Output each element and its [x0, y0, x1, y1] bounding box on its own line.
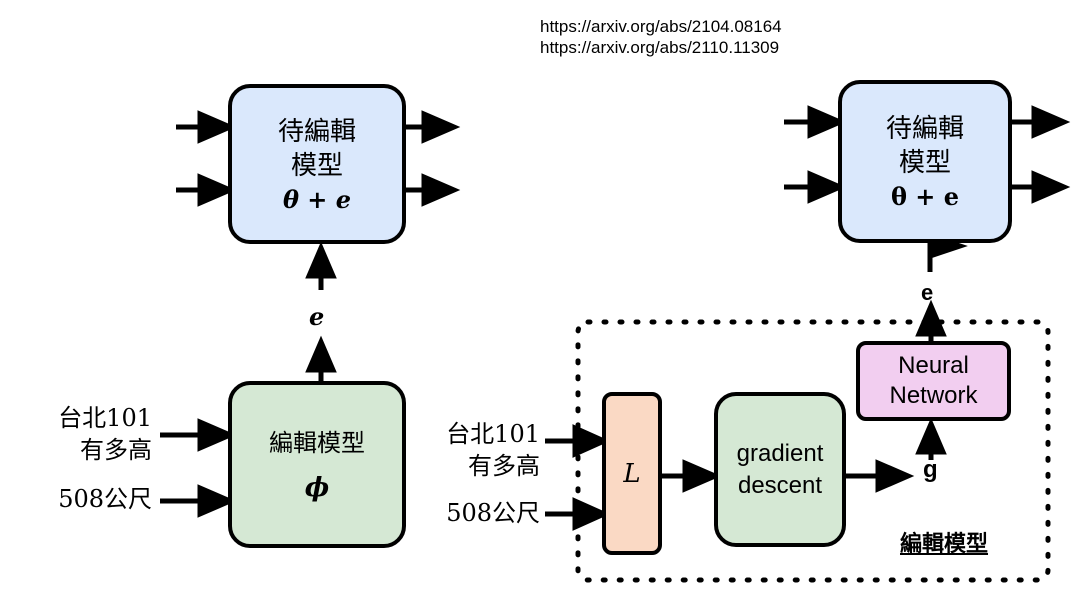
- editor-group-label: 編輯模型: [900, 532, 989, 557]
- right-input-question: 台北101 有多高: [420, 418, 540, 482]
- right-target-output-arrows: [1010, 105, 1071, 204]
- right-target-model-box: 待編輯 模型 θ + e: [838, 80, 1012, 243]
- left-target-model-label-line1: 待編輯: [277, 116, 356, 147]
- right-input-question-line1: 台北101: [446, 420, 540, 448]
- left-editor-model-label: 編輯模型: [269, 428, 365, 457]
- right-target-model-label-line1: 待編輯: [885, 114, 964, 144]
- right-input-answer: 508公尺: [446, 499, 540, 527]
- left-input-question: 台北101 有多高: [40, 402, 152, 466]
- right-target-input-arrows: [784, 105, 847, 204]
- reference-link-2[interactable]: https://arxiv.org/abs/2110.11309: [540, 38, 780, 57]
- editor-group-border: [575, 319, 1051, 583]
- reference-link-1[interactable]: https://arxiv.org/abs/2104.08164: [540, 17, 782, 36]
- gradient-descent-label-line2: descent: [737, 471, 823, 499]
- gradient-g-label: g: [923, 456, 938, 483]
- neural-network-label-line2: Network: [889, 382, 978, 409]
- left-target-output-arrows: [404, 110, 461, 207]
- loss-box: L: [602, 392, 662, 555]
- neural-network-box: Neural Network: [856, 341, 1011, 421]
- left-input-answer: 508公尺: [58, 485, 152, 513]
- left-editor-output-arrow: [305, 335, 337, 383]
- left-editor-input-arrows: [160, 418, 237, 518]
- gradient-descent-label-line1: gradient: [736, 439, 824, 467]
- right-input-question-line2: 有多高: [468, 452, 540, 480]
- reference-links: https://arxiv.org/abs/2104.08164 https:/…: [540, 16, 782, 58]
- left-edit-arrow-up: [305, 241, 337, 290]
- right-g-to-nn-arrow: [915, 417, 947, 460]
- left-target-model-label-line2: 模型: [290, 150, 343, 181]
- gradient-descent-box: gradient descent: [714, 392, 846, 547]
- right-edit-label: e: [921, 280, 934, 305]
- left-input-question-line2: 有多高: [80, 436, 152, 464]
- right-gd-to-g-arrow: [846, 459, 915, 493]
- right-target-model-label-line2: 模型: [898, 148, 951, 178]
- left-editor-param: ϕ: [304, 472, 330, 503]
- right-nn-to-e-arrow: [915, 299, 947, 343]
- left-target-model-box: 待編輯 模型 θ + e: [228, 84, 406, 244]
- left-target-input-arrows: [176, 110, 237, 207]
- left-editor-model-box: 編輯模型 ϕ: [228, 381, 406, 548]
- loss-label: L: [623, 458, 641, 489]
- right-target-model-formula: θ + e: [890, 182, 960, 211]
- right-loss-input-arrows: [545, 424, 611, 531]
- neural-network-label-line1: Neural: [898, 352, 969, 379]
- right-loss-to-gd-arrow: [662, 459, 722, 493]
- left-target-model-formula: θ + e: [282, 184, 352, 214]
- left-input-question-line1: 台北101: [58, 404, 152, 432]
- left-edit-label: e: [309, 302, 325, 331]
